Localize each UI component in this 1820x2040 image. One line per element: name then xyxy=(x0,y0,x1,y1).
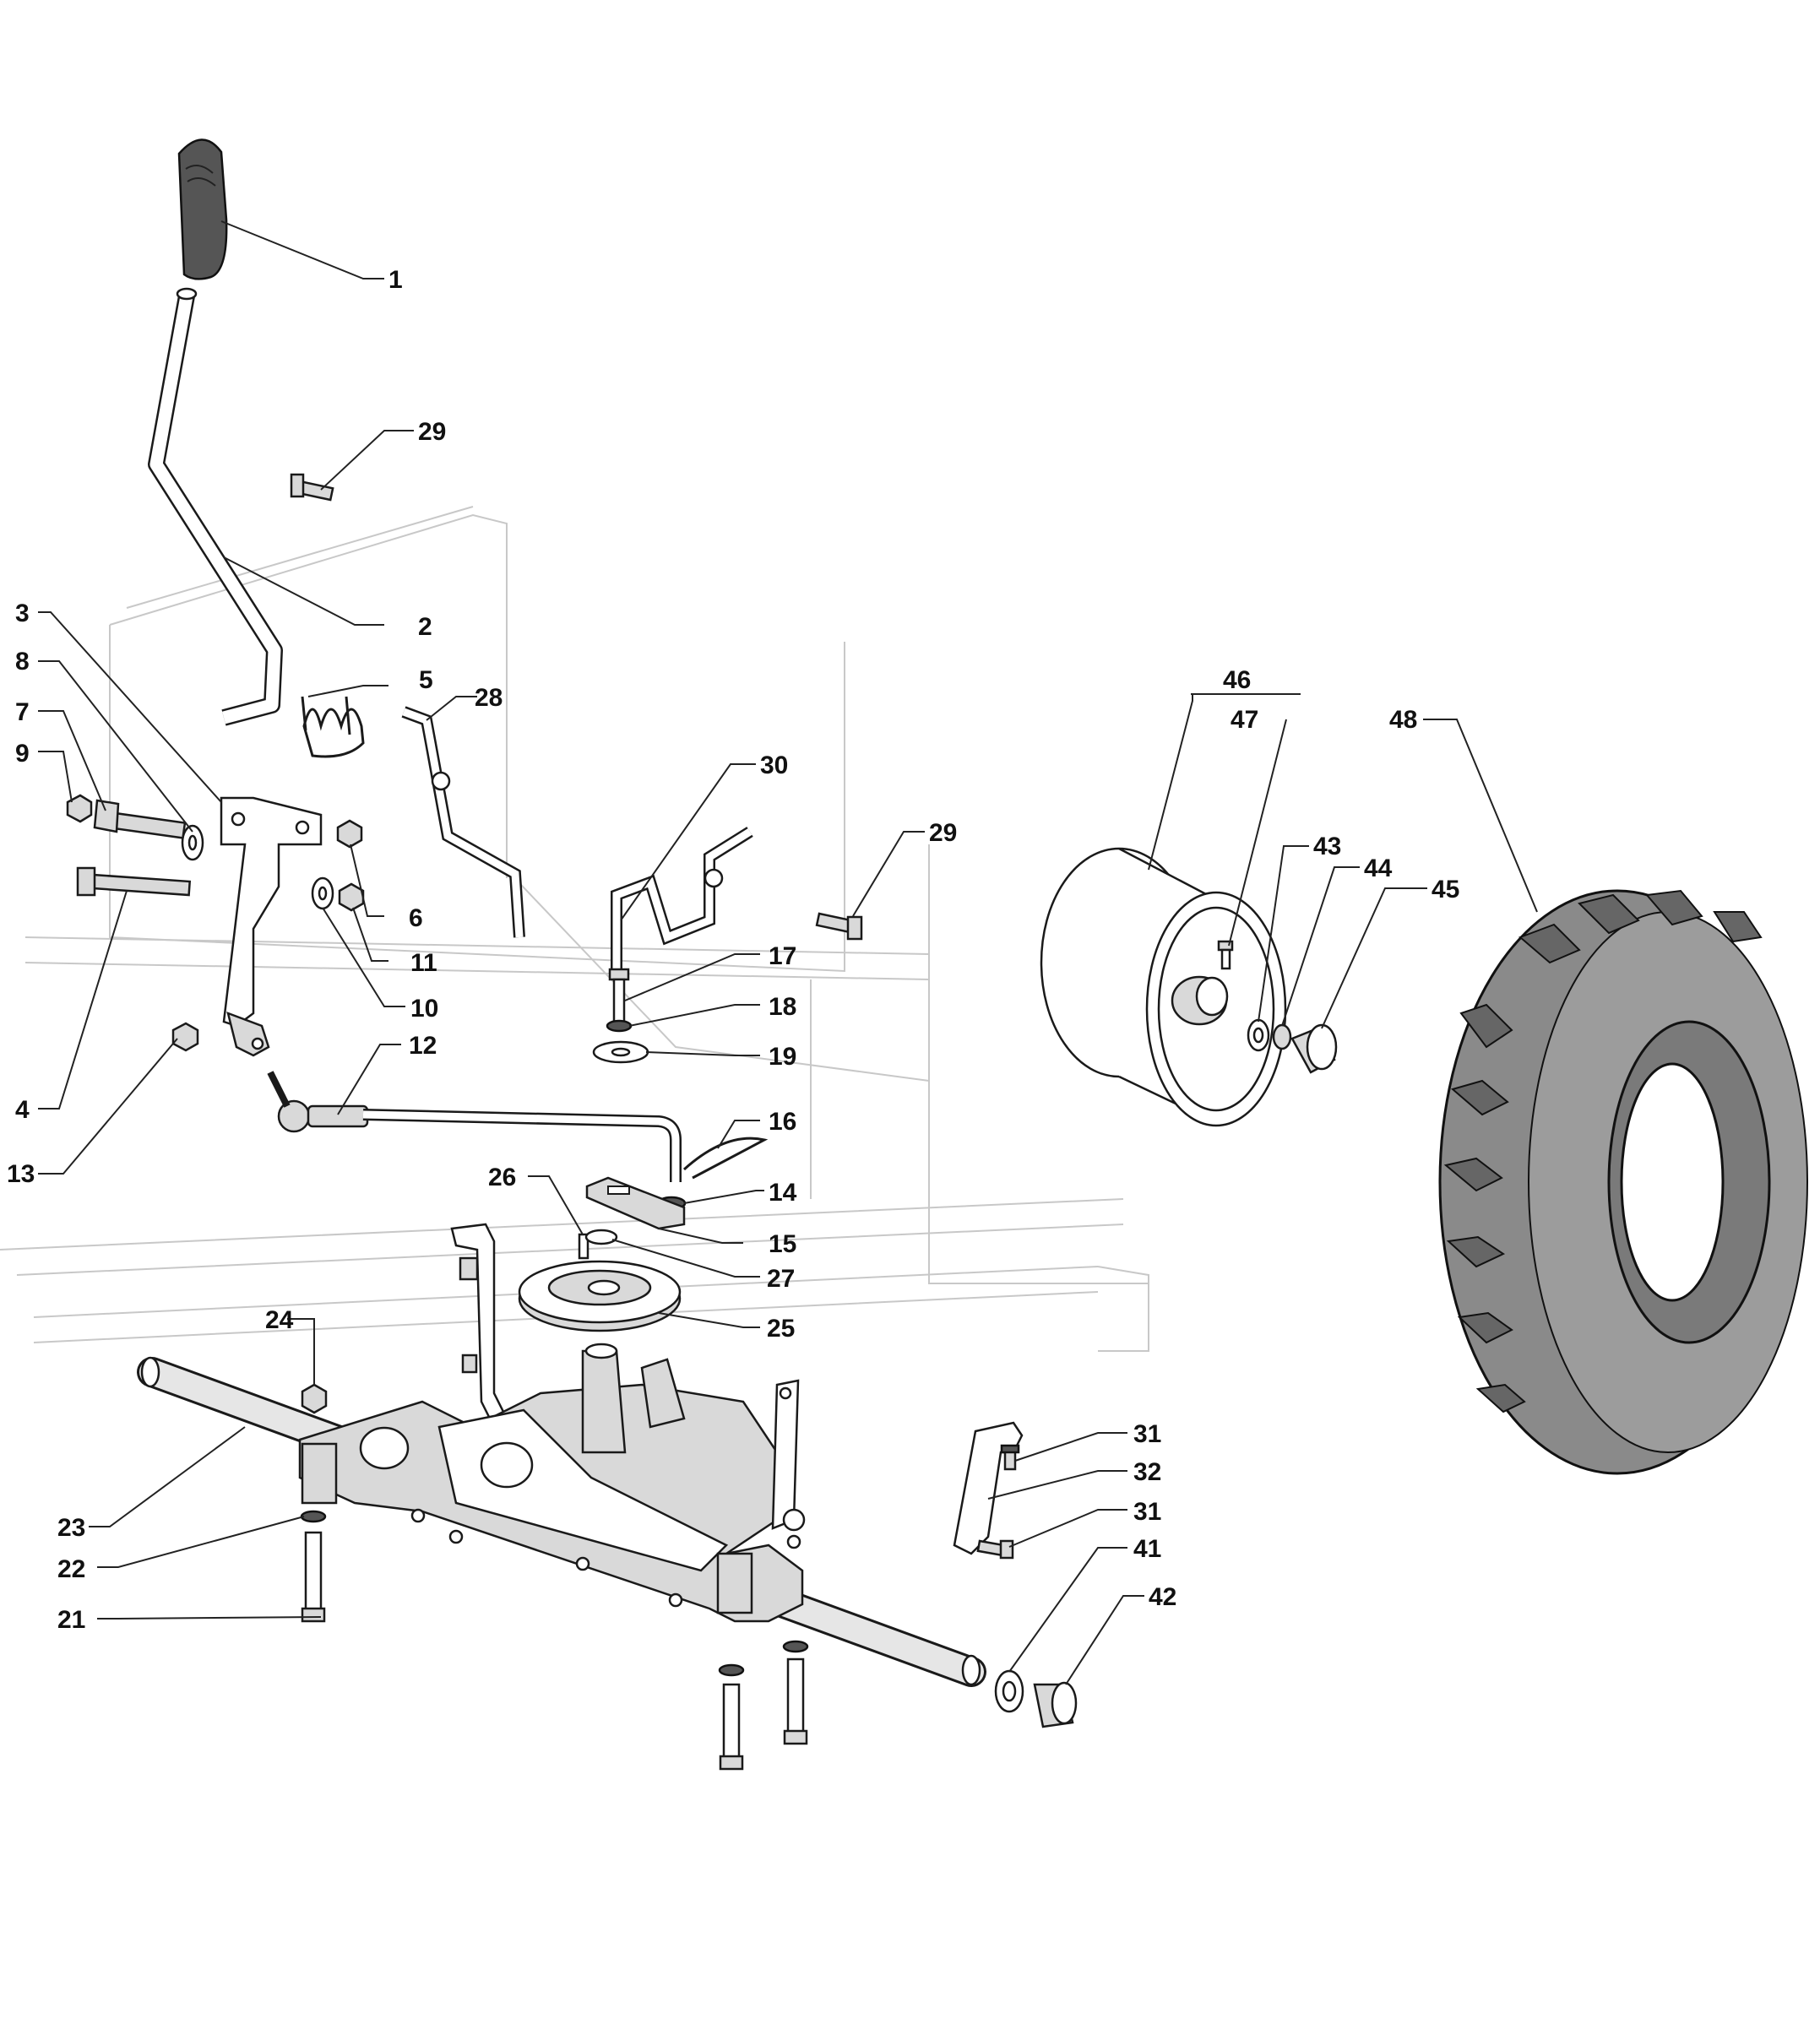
callout-22: 22 xyxy=(57,1555,85,1583)
callout-10: 10 xyxy=(410,995,438,1023)
callout-44: 44 xyxy=(1364,855,1393,882)
callout-45: 45 xyxy=(1432,876,1459,903)
callout-4: 4 xyxy=(15,1096,30,1124)
callout-27: 27 xyxy=(767,1265,795,1293)
bracket-32 xyxy=(953,1421,1024,1555)
callout-48: 48 xyxy=(1389,706,1417,734)
callout-32: 32 xyxy=(1133,1458,1161,1486)
bolt-7 xyxy=(93,799,187,839)
callout-6: 6 xyxy=(409,904,423,932)
lever-bracket xyxy=(220,796,323,1057)
bolt-4 xyxy=(76,866,192,897)
washer-8 xyxy=(181,824,204,861)
nut-13 xyxy=(171,1022,199,1052)
callout-19: 19 xyxy=(769,1043,796,1071)
ring-27 xyxy=(584,1229,618,1245)
leader-lines xyxy=(38,220,1538,1685)
pin-26 xyxy=(578,1233,589,1260)
washer-22 xyxy=(300,1510,327,1523)
callout-29-middle: 29 xyxy=(929,819,957,847)
washer-41 xyxy=(994,1669,1024,1713)
callout-42: 42 xyxy=(1149,1583,1176,1611)
callout-15: 15 xyxy=(769,1230,796,1258)
bolt-31-top xyxy=(1000,1444,1020,1471)
callout-5: 5 xyxy=(419,666,433,694)
valve-47 xyxy=(1217,940,1234,970)
callout-43: 43 xyxy=(1313,833,1341,860)
washer-43 xyxy=(1247,1018,1270,1052)
washer-10 xyxy=(311,876,334,910)
transaxle xyxy=(298,1343,806,1623)
bushing-45 xyxy=(1290,1023,1338,1074)
callout-12: 12 xyxy=(409,1032,437,1060)
nut-9 xyxy=(66,794,93,823)
bolt-29-top xyxy=(290,473,334,502)
callout-3: 3 xyxy=(15,600,30,627)
callout-7: 7 xyxy=(15,698,30,726)
bolt-lower-2 xyxy=(782,1640,809,1745)
shift-lever-rod xyxy=(148,287,283,726)
pulley xyxy=(518,1260,682,1332)
callout-14: 14 xyxy=(769,1179,797,1207)
callout-30: 30 xyxy=(760,751,788,779)
callout-31-bottom: 31 xyxy=(1133,1498,1161,1526)
bushing-42 xyxy=(1033,1681,1078,1728)
rod-30 xyxy=(611,827,753,971)
callout-24: 24 xyxy=(265,1306,294,1334)
callout-18: 18 xyxy=(769,993,796,1021)
callout-16: 16 xyxy=(769,1108,796,1136)
washer-19 xyxy=(592,1040,649,1064)
callout-17: 17 xyxy=(769,942,796,970)
bolt-21 xyxy=(301,1531,326,1623)
callout-47: 47 xyxy=(1231,706,1258,734)
control-rod xyxy=(267,1071,682,1182)
lever-grip xyxy=(177,138,228,280)
bolt-29-middle xyxy=(815,912,863,941)
callout-23: 23 xyxy=(57,1514,85,1542)
nut-6 xyxy=(336,819,363,849)
callout-9: 9 xyxy=(15,740,30,768)
callout-31-top: 31 xyxy=(1133,1420,1161,1448)
washer-18 xyxy=(606,1019,633,1033)
nut-11 xyxy=(338,882,365,912)
callout-11: 11 xyxy=(410,949,437,977)
callout-labels: 1 2 3 4 5 6 7 8 9 10 11 12 13 14 15 16 1… xyxy=(7,266,1459,1634)
callout-2: 2 xyxy=(418,613,432,641)
rod-28 xyxy=(401,706,525,938)
callout-26: 26 xyxy=(488,1164,516,1191)
chassis-frame xyxy=(0,506,1149,1352)
wheel-rim xyxy=(1040,847,1287,1127)
transaxle-bracket-left xyxy=(450,1223,513,1437)
callout-29-top: 29 xyxy=(418,418,446,446)
callout-28: 28 xyxy=(475,684,503,712)
plate-15 xyxy=(585,1176,686,1230)
callout-46: 46 xyxy=(1223,666,1251,694)
bolt-31-bottom xyxy=(976,1539,1014,1560)
clip-16 xyxy=(682,1137,769,1180)
callout-13: 13 xyxy=(7,1160,35,1188)
callout-25: 25 xyxy=(767,1315,795,1343)
callout-21: 21 xyxy=(57,1606,85,1634)
callout-41: 41 xyxy=(1133,1535,1161,1563)
callout-1: 1 xyxy=(388,266,403,294)
clip-44 xyxy=(1272,1023,1292,1050)
callout-8: 8 xyxy=(15,648,30,675)
tyre xyxy=(1438,889,1808,1475)
nut-24 xyxy=(301,1383,328,1414)
bolt-lower-1 xyxy=(718,1663,745,1771)
spring xyxy=(301,696,365,758)
